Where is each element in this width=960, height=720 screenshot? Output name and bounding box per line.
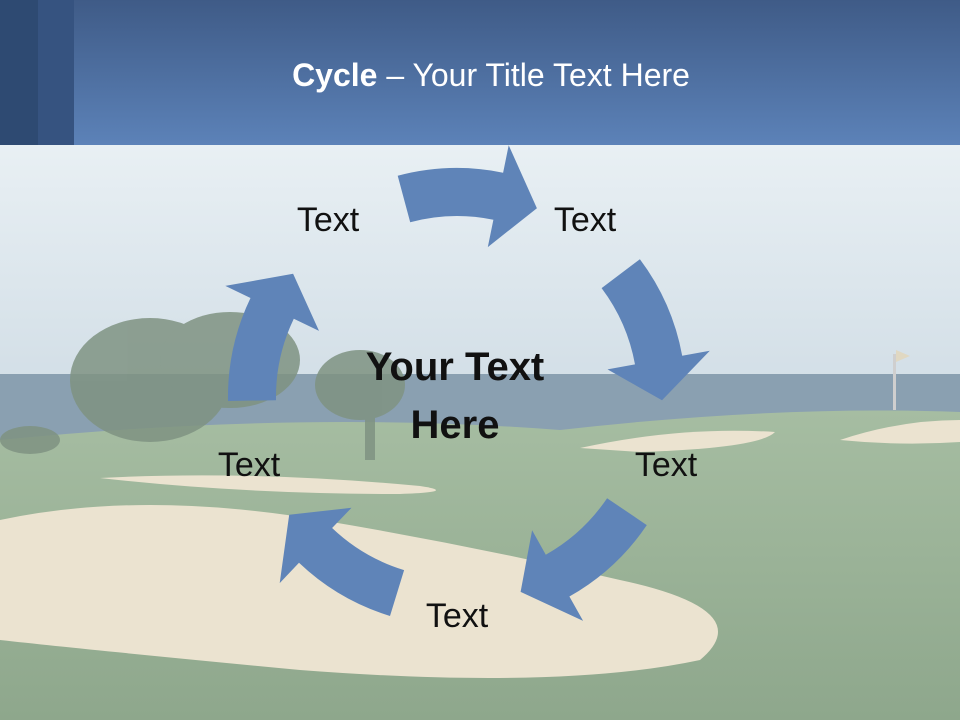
node-label-right: Text xyxy=(634,446,698,484)
slide-title-bold: Cycle xyxy=(292,57,378,93)
node-label-top-left: Text xyxy=(296,201,360,239)
flag xyxy=(893,350,910,410)
cycle-arrow-top xyxy=(397,145,537,248)
slide-title: Cycle – Your Title Text Here xyxy=(0,50,960,100)
center-text-line2: Here xyxy=(410,403,500,447)
cycle-arrow-left xyxy=(225,273,319,401)
cycle-arrow-bottom-right xyxy=(520,498,647,621)
title-bar-accent-mid xyxy=(38,0,74,145)
slide-title-rest: – Your Title Text Here xyxy=(377,57,690,93)
node-label-bottom: Text xyxy=(425,597,489,635)
title-bar-accent-dark xyxy=(0,0,38,145)
node-label-top-right: Text xyxy=(553,201,617,239)
cycle-arrow-right xyxy=(601,259,710,401)
center-text: Your Text Here xyxy=(330,338,580,458)
cycle-arrow-bottom-left xyxy=(279,507,405,616)
node-label-left: Text xyxy=(217,446,281,484)
center-text-line1: Your Text xyxy=(365,345,545,389)
title-bar xyxy=(0,0,960,145)
